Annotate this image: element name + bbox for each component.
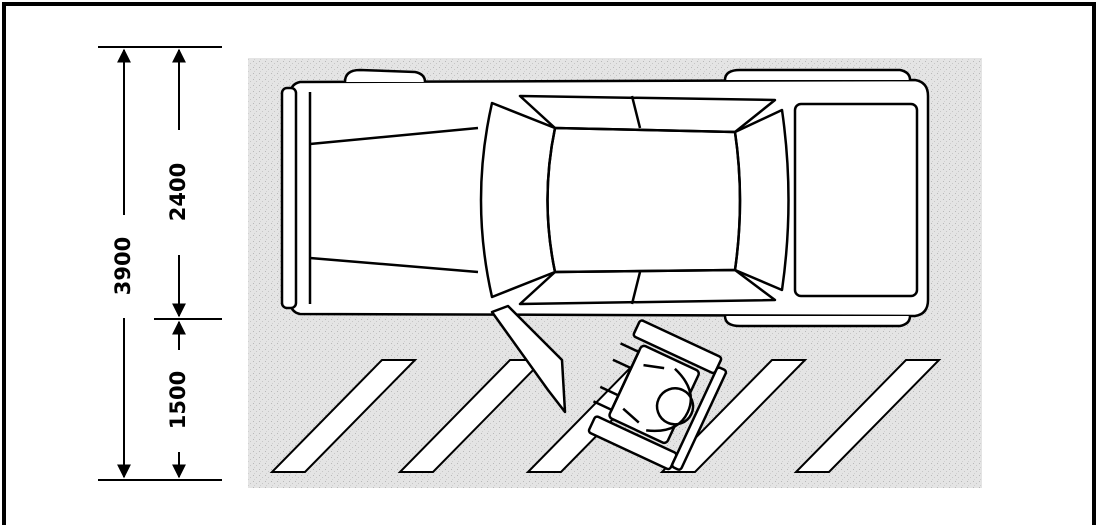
rear-window bbox=[733, 108, 790, 292]
dimension-lines bbox=[98, 46, 222, 481]
wheelchair-wheel-top bbox=[632, 319, 723, 375]
stripe-1 bbox=[269, 359, 418, 473]
open-door bbox=[490, 304, 567, 414]
wheelchair-user bbox=[587, 319, 728, 471]
wheelchair-footrest bbox=[592, 342, 641, 412]
trunk bbox=[793, 102, 919, 298]
stripe-4 bbox=[659, 359, 808, 473]
dimension-car-zone-label: 2400 bbox=[166, 163, 190, 221]
dimension-access-zone-label: 1500 bbox=[166, 371, 190, 429]
person-head bbox=[655, 387, 695, 426]
front-bumper bbox=[280, 86, 298, 310]
wheelchair-push-handle bbox=[671, 366, 728, 471]
dimension-total-label: 3900 bbox=[111, 237, 135, 295]
rear-lip bbox=[723, 315, 912, 328]
person-shoulders bbox=[646, 367, 692, 433]
car-top-view bbox=[280, 68, 930, 414]
car-body bbox=[288, 78, 930, 318]
mirror-right bbox=[723, 68, 912, 81]
mirror-left bbox=[343, 68, 427, 83]
stripe-5 bbox=[793, 359, 942, 473]
